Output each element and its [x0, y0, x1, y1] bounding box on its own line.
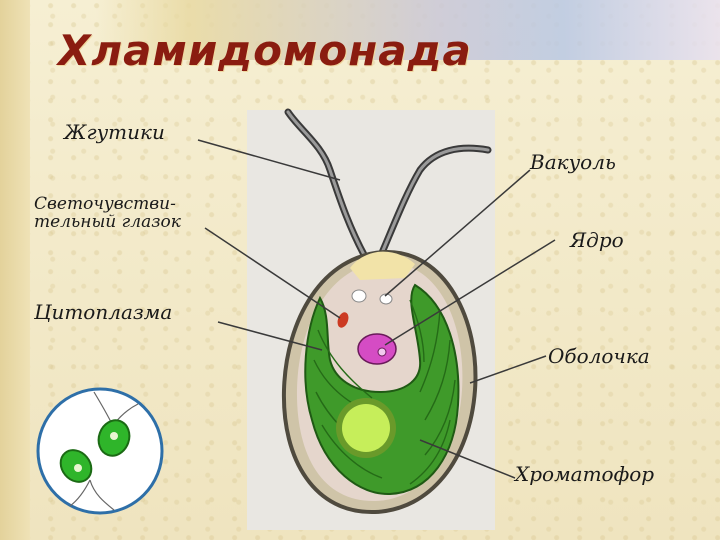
inset-cell-1-core [110, 432, 118, 440]
pointer-nucleus [384, 239, 556, 346]
pointer-eyespot [204, 227, 341, 319]
slide-title: Хламидомонада [58, 26, 472, 75]
pointer-vacuole [384, 169, 531, 297]
label-vacuole: Вакуоль [530, 150, 616, 174]
eyespot [337, 312, 349, 328]
flagellum-left-inner [286, 110, 370, 264]
papilla [350, 251, 415, 280]
pointer-membrane [469, 355, 547, 384]
label-eyespot: Светочувстви- тельный глазок [34, 194, 181, 232]
pointer-cytoplasm [217, 321, 323, 351]
microscope-inset [36, 387, 164, 515]
left-decorative-strip [0, 0, 30, 540]
label-cytoplasm: Цитоплазма [34, 300, 173, 324]
label-eyespot-line1: Светочувстви- [34, 194, 176, 214]
vacuole-1 [351, 289, 367, 303]
header-flower-banner [95, 0, 720, 60]
nucleus [357, 333, 397, 365]
label-eyespot-line2: тельный глазок [34, 211, 181, 232]
label-membrane: Оболочка [548, 344, 650, 368]
vacuole-2 [379, 293, 393, 305]
flagellum-right-inner [376, 146, 490, 264]
pointer-flagella [197, 139, 341, 181]
pyrenoid-core [342, 404, 390, 452]
label-nucleus: Ядро [570, 228, 624, 252]
inset-field [36, 387, 164, 515]
label-chromatophore: Хроматофор [515, 462, 655, 486]
inset-cell-2-core [74, 464, 82, 472]
label-flagella: Жгутики [64, 120, 165, 144]
pointer-lines [197, 139, 556, 479]
nucleolus [377, 347, 387, 357]
pointer-chromatophore [419, 439, 516, 479]
